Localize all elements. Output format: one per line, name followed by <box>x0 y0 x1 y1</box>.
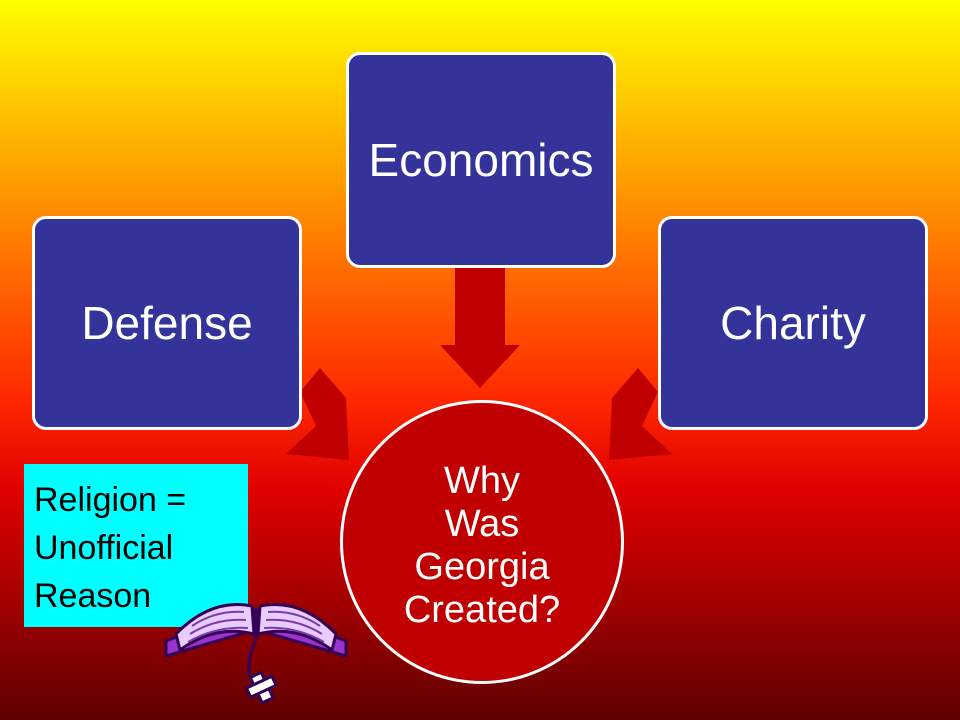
note-line-3: Reason <box>34 577 152 615</box>
religion-note: Religion = Unofficial Reason <box>24 464 248 627</box>
center-line-2: Was <box>444 503 520 545</box>
center-line-4: Created? <box>403 589 561 631</box>
arrow-economics-to-center <box>440 268 520 388</box>
charity-label: Charity <box>720 297 866 349</box>
defense-label: Defense <box>81 297 253 349</box>
arrow-charity-to-center <box>609 368 672 460</box>
charity-box: Charity <box>658 216 928 430</box>
note-line-2: Unofficial <box>34 529 174 567</box>
economics-box: Economics <box>346 52 616 268</box>
center-circle: Why Was Georgia Created? <box>340 400 624 684</box>
center-line-1: Why <box>444 460 520 502</box>
defense-box: Defense <box>32 216 302 430</box>
note-line-1: Religion = <box>34 481 187 519</box>
center-line-3: Georgia <box>414 546 550 588</box>
economics-label: Economics <box>368 134 594 186</box>
bible-icon <box>164 603 348 705</box>
